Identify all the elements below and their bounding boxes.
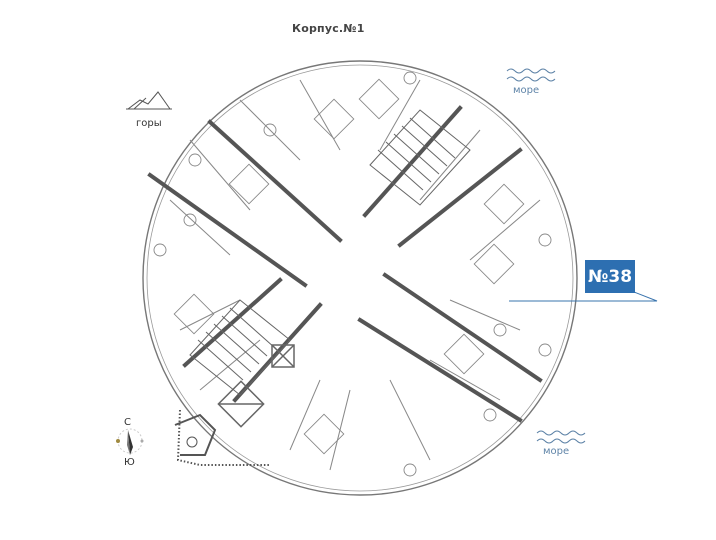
mountains-icon bbox=[126, 91, 172, 110]
wall-structure bbox=[147, 105, 543, 423]
compass-icon bbox=[116, 428, 144, 455]
compass-north-label: С bbox=[124, 417, 131, 428]
sea-label-top: море bbox=[513, 85, 540, 96]
building-outline bbox=[142, 60, 578, 496]
sea-label-bottom: море bbox=[543, 446, 570, 457]
elevator-shafts bbox=[217, 344, 295, 428]
apartment-number-badge[interactable]: №38 bbox=[585, 260, 635, 293]
mountains-label: горы bbox=[136, 118, 162, 129]
stair-core-bottom bbox=[189, 299, 291, 396]
furniture bbox=[153, 71, 552, 477]
sea-waves-icon-bottom bbox=[536, 430, 586, 444]
building-title: Корпус.№1 bbox=[292, 22, 365, 35]
compass-south-label: Ю bbox=[124, 457, 135, 468]
stair-core-top bbox=[369, 109, 471, 206]
terrace-dotted bbox=[176, 409, 270, 466]
sea-waves-icon-top bbox=[506, 68, 556, 82]
apartment-leader-line bbox=[509, 291, 658, 302]
balcony bbox=[174, 413, 217, 456]
